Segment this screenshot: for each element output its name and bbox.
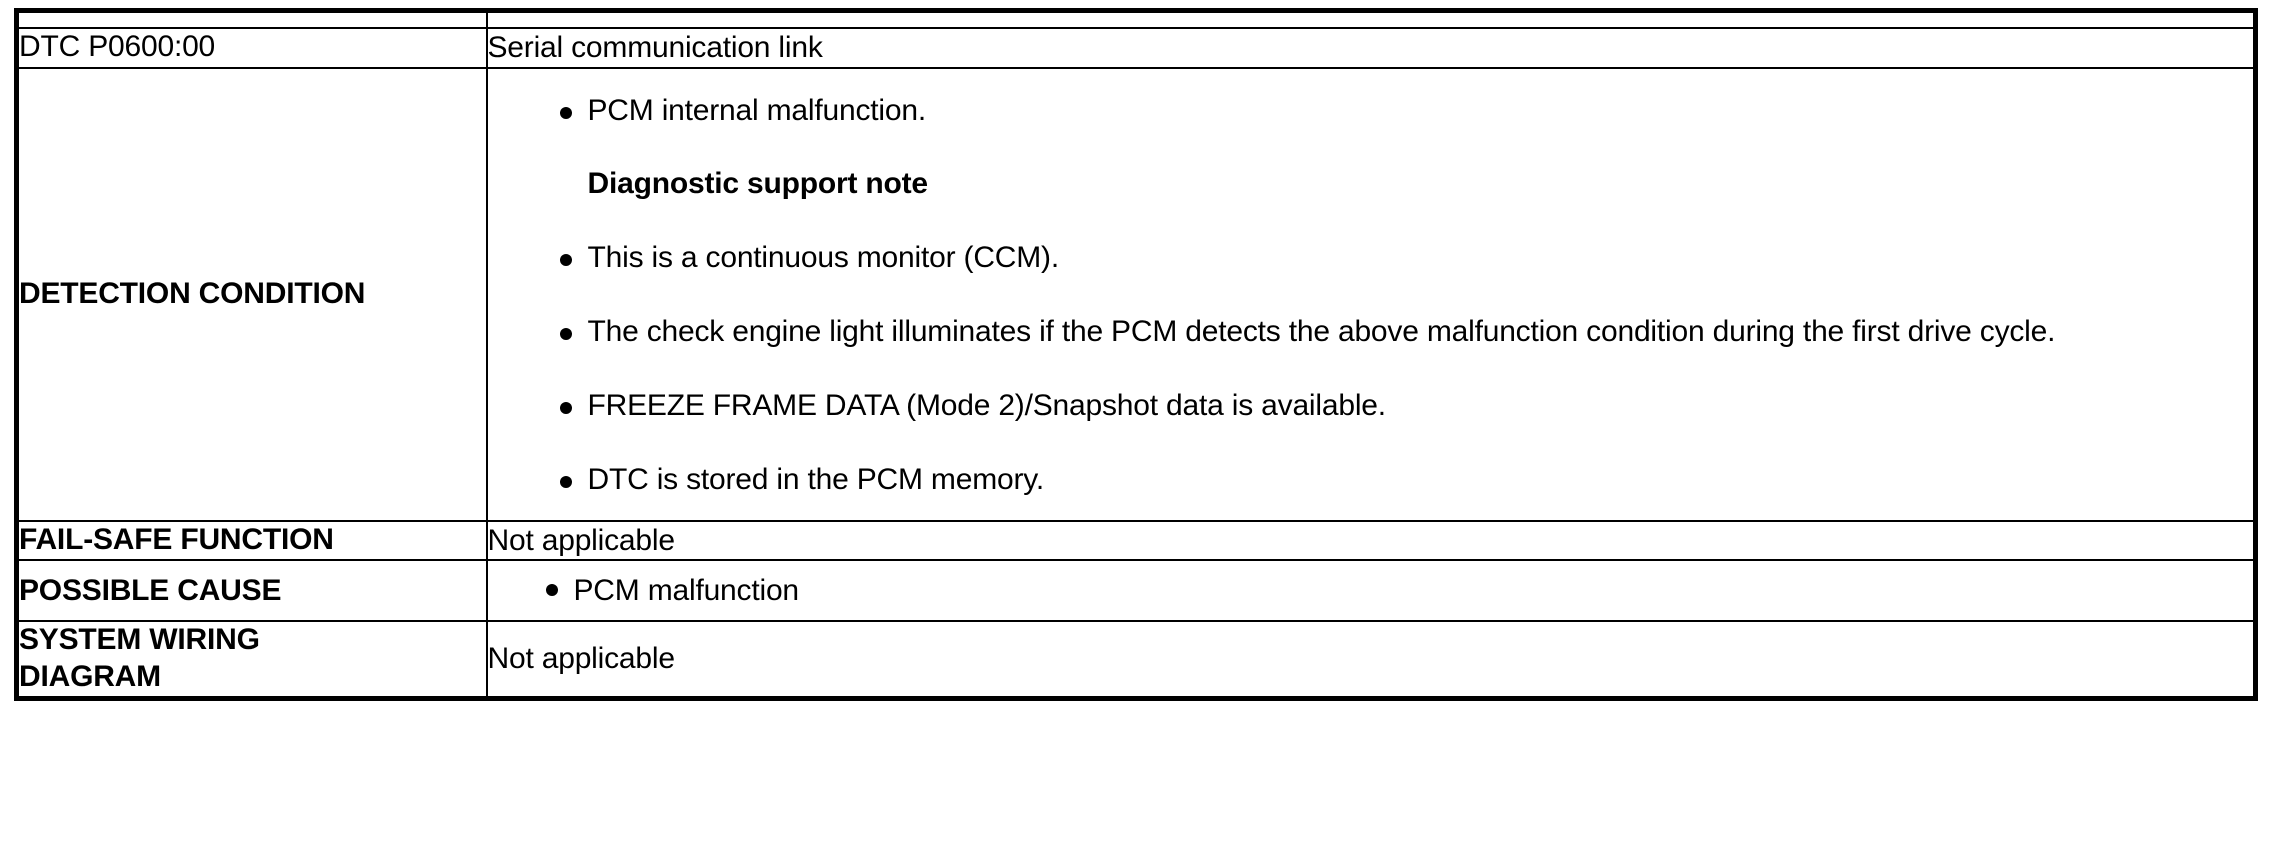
row-value-fail-safe-function: Not applicable: [485, 519, 2257, 562]
row-value-possible-cause: PCM malfunction: [485, 559, 2257, 623]
list-item-label: PCM malfunction: [573, 574, 800, 608]
detection-condition-list: PCM internal malfunction. Diagnostic sup…: [488, 69, 2254, 520]
table-row: POSSIBLE CAUSE PCM malfunction: [15, 559, 2257, 623]
list-item: FREEZE FRAME DATA (Mode 2)/Snapshot data…: [502, 386, 2238, 426]
list-item: This is a continuous monitor (CCM).: [502, 238, 2238, 278]
bullet-dot-icon: [559, 475, 572, 488]
bullet-dot-icon: [559, 254, 572, 267]
list-item-label: PCM internal malfunction.: [587, 93, 927, 127]
bullet-dot-icon: [545, 584, 558, 597]
row-label-fail-safe-function: FAIL-SAFE FUNCTION: [15, 519, 488, 562]
list-item: DTC is stored in the PCM memory.: [502, 460, 2238, 500]
bullet-dot-icon: [559, 106, 572, 119]
row-value-dtc: Serial communication link: [485, 27, 2257, 69]
row-label-dtc: DTC P0600:00: [15, 27, 488, 69]
list-item: PCM malfunction: [488, 561, 2254, 620]
table-row: DETECTION CONDITION PCM internal malfunc…: [15, 66, 2257, 522]
list-item: PCM internal malfunction.: [502, 91, 2238, 131]
list-item-label: This is a continuous monitor (CCM).: [587, 241, 1060, 275]
row-value-detection-condition: PCM internal malfunction. Diagnostic sup…: [485, 66, 2257, 522]
list-item: The check engine light illuminates if th…: [502, 312, 2238, 352]
list-item-label: DTC is stored in the PCM memory.: [587, 462, 1045, 496]
bullet-dot-icon: [559, 402, 572, 415]
table-spacer-row: [15, 10, 2257, 29]
diagnostic-support-note-heading: Diagnostic support note: [587, 167, 929, 201]
row-label-possible-cause: POSSIBLE CAUSE: [15, 559, 488, 623]
spacer-cell-left: [15, 10, 488, 29]
row-value-system-wiring-diagram: Not applicable: [485, 620, 2257, 700]
table-row: FAIL-SAFE FUNCTION Not applicable: [15, 519, 2257, 562]
row-label-detection-condition: DETECTION CONDITION: [15, 66, 488, 522]
row-label-system-wiring-diagram: SYSTEM WIRING DIAGRAM: [15, 620, 488, 700]
bullet-dot-icon: [559, 328, 572, 341]
table-row: DTC P0600:00 Serial communication link: [15, 27, 2257, 69]
dtc-diagnostic-table: DTC P0600:00 Serial communication link D…: [14, 8, 2258, 701]
spacer-cell-right: [485, 10, 2257, 29]
list-item-label: The check engine light illuminates if th…: [587, 315, 2056, 349]
table-row: SYSTEM WIRING DIAGRAM Not applicable: [15, 620, 2257, 700]
list-item-label: FREEZE FRAME DATA (Mode 2)/Snapshot data…: [587, 389, 1387, 423]
